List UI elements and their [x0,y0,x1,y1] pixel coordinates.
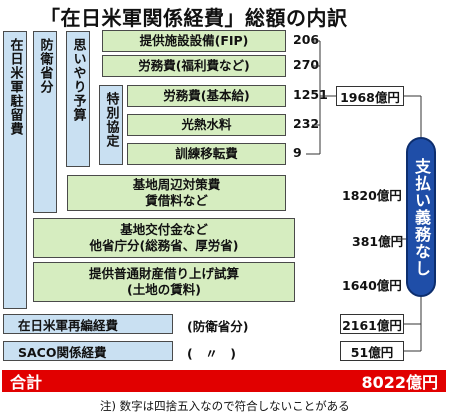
omoiyari-label-box: 思いやり予算 [66,31,90,167]
zainichi-label-box: 在日米軍駐留費 [3,31,27,309]
saihen-note: (防衛省分) [187,319,249,334]
kunren-box: 訓練移転費 [127,143,286,165]
koufu-box: 基地交付金など 他省庁分(総務省、厚労省) [33,218,295,258]
kihon-value: 1251 [293,87,328,102]
boeisho-label-box: 防衛省分 [33,31,57,213]
fukuri-box: 労務費(福利費など) [102,55,286,77]
fukuri-label: 労務費(福利費など) [138,57,250,73]
koufu-line1: 基地交付金など [120,221,208,237]
teikyo-line2: (土地の賃料) [127,282,201,297]
no-obligation-badge: 支払い義務なし [406,137,436,297]
kounetsu-value: 232 [293,116,320,131]
kichi-box: 基地周辺対策費 賃借料など [67,175,286,211]
koufu-value: 381億円 [352,234,404,249]
boeisho-label: 防衛省分 [37,38,53,94]
tokubetsu-label-box: 特別協定 [99,85,123,165]
fip-value: 206 [293,32,320,47]
subtotal-value: 1968億円 [340,89,400,105]
kichi-value: 1820億円 [342,188,402,203]
kunren-label: 訓練移転費 [175,145,238,161]
saihen-label: 在日米軍再編経費 [18,317,119,333]
zainichi-label: 在日米軍駐留費 [7,38,23,136]
tokubetsu-label: 特別協定 [103,92,119,148]
kichi-line1: 基地周辺対策費 [132,176,221,192]
kunren-value: 9 [293,145,302,160]
teikyo-line1: 提供普通財産借り上げ試算 [88,265,239,281]
fip-label: 提供施設設備(FIP) [139,32,249,48]
saihen-value-box: 2161億円 [340,314,404,334]
saco-note: ( 〃 ) [187,346,236,361]
page-title: 「在日米軍関係経費」総額の内訳 [40,6,348,30]
kihon-label: 労務費(基本給) [163,87,250,103]
saco-value-box: 51億円 [340,341,404,361]
omoiyari-label: 思いやり予算 [70,38,86,122]
saihen-box: 在日米軍再編経費 [3,314,173,334]
subtotal-box: 1968億円 [336,86,404,106]
teikyo-value: 1640億円 [342,278,402,293]
kihon-box: 労務費(基本給) [127,85,286,107]
saco-label: SACO関係経費 [18,344,107,360]
saco-value: 51億円 [350,344,394,360]
kichi-line2: 賃借料など [145,193,208,208]
fukuri-value: 270 [293,57,320,72]
fip-box: 提供施設設備(FIP) [102,30,286,52]
saihen-value: 2161億円 [342,317,402,333]
total-label: 合計 [10,373,43,392]
no-obligation-text: 支払い義務なし [412,157,431,277]
total-bar: 合計 8022億円 [2,370,446,392]
kounetsu-label: 光熱水料 [181,116,232,132]
footnote: 注) 数字は四捨五入なので符合しないことがある [100,399,350,413]
koufu-line2: 他省庁分(総務省、厚労省) [89,238,239,253]
saco-box: SACO関係経費 [3,341,173,361]
teikyo-box: 提供普通財産借り上げ試算 (土地の賃料) [33,262,295,302]
total-value: 8022億円 [361,373,438,392]
kounetsu-box: 光熱水料 [127,114,286,136]
